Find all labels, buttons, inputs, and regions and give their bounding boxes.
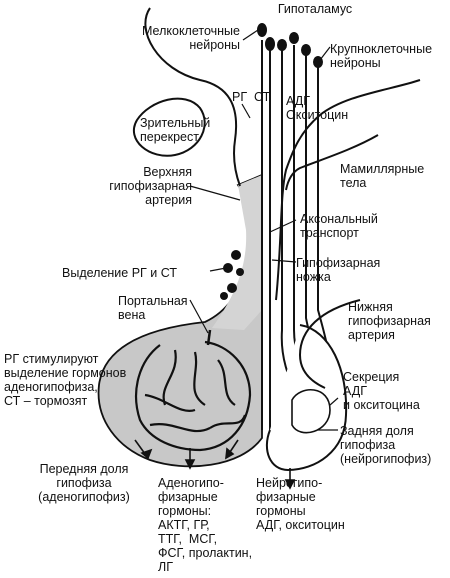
brain-outline-right — [275, 79, 421, 301]
neuron-bodies — [257, 23, 323, 68]
label-neuro-hormones: Нейрогипо- физарные гормоны АДГ, окситоц… — [256, 476, 345, 532]
label-adh-oxytocin: АДГ Окситоцин — [286, 94, 349, 122]
release-beads — [220, 250, 244, 300]
label-optic-chiasm: Зрительный перекрест — [140, 116, 211, 144]
label-small-cell-neurons: Мелкоклеточные нейроны — [142, 24, 240, 52]
leader-lines — [189, 29, 339, 431]
label-secretion: Секреция АДГ и окситоцина — [343, 370, 420, 412]
label-inferior-artery: Нижняя гипофизарная артерия — [348, 300, 431, 342]
label-rg-effect: РГ стимулируют выделение гормонов аденог… — [4, 352, 127, 408]
optic-chiasm-shape — [133, 97, 206, 157]
brain-outline-left — [144, 7, 241, 187]
label-posterior-lobe: Задняя доля гипофиза (нейрогипофиз) — [340, 424, 432, 466]
label-superior-artery: Верхняя гипофизарная артерия — [109, 165, 192, 207]
label-large-cell-neurons: Крупноклеточные нейроны — [330, 42, 433, 70]
portal-vein-trunk — [206, 329, 212, 346]
label-anterior-lobe: Передняя доля гипофиза (аденогипофиз) — [38, 462, 130, 504]
label-mamillary-bodies: Мамиллярные тела — [340, 162, 425, 190]
label-hypothalamus: Гипоталамус — [277, 2, 353, 16]
label-portal-vein: Портальная вена — [118, 294, 188, 322]
outflow-arrows — [134, 439, 296, 490]
mamillary-body — [285, 134, 379, 191]
label-axonal-transport: Аксональный транспорт — [300, 212, 378, 240]
posterior-inner — [291, 388, 331, 434]
posterior-lobe-shape — [265, 324, 348, 472]
stalk-shading — [212, 175, 262, 330]
label-stalk: Гипофизарная ножка — [296, 256, 381, 284]
capillary-network — [135, 340, 252, 452]
label-rg-st: РГ СТ — [232, 90, 271, 104]
inferior-artery — [298, 299, 361, 389]
label-adeno-hormones: Аденогипо- физарные гормоны: АКТГ, ГР, Т… — [158, 476, 253, 574]
label-release-rg-st: Выделение РГ и СТ — [62, 266, 177, 280]
